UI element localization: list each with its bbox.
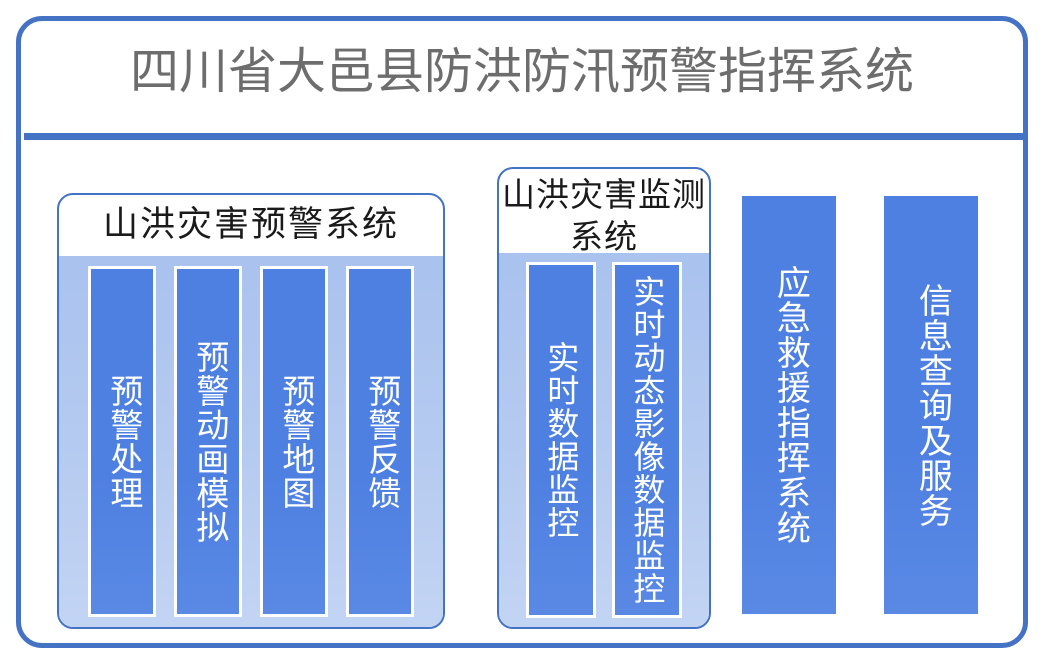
panel-monitoring-system[interactable]: 山洪灾害监测系统 实时数据监控 实时动态影像数据监控	[497, 167, 711, 629]
header: 四川省大邑县防洪防汛预警指挥系统	[21, 21, 1025, 140]
card-warning-map[interactable]: 预警地图	[260, 266, 328, 617]
panel-warning-system-title: 山洪灾害预警系统	[102, 205, 399, 244]
card-information-query-and-service[interactable]: 信息查询及服务	[884, 196, 978, 614]
card-warning-animation-simulation[interactable]: 预警动画模拟	[174, 266, 242, 617]
card-warning-processing[interactable]: 预警处理	[88, 266, 156, 617]
panel-monitoring-system-body: 实时数据监控 实时动态影像数据监控	[499, 253, 709, 627]
card-warning-processing-label: 预警处理	[104, 373, 141, 510]
card-emergency-rescue-command-system[interactable]: 应急救援指挥系统	[742, 196, 836, 614]
card-warning-animation-simulation-label: 预警动画模拟	[190, 339, 227, 544]
panel-warning-system[interactable]: 山洪灾害预警系统 预警处理 预警动画模拟 预警地图 预警反馈	[57, 193, 445, 629]
card-realtime-dynamic-image-data-monitoring-label: 实时动态影像数据监控	[629, 275, 666, 605]
card-warning-feedback-label: 预警反馈	[362, 373, 399, 510]
card-realtime-dynamic-image-data-monitoring[interactable]: 实时动态影像数据监控	[612, 262, 682, 618]
card-realtime-data-monitoring-label: 实时数据监控	[543, 341, 580, 539]
card-information-query-and-service-label: 信息查询及服务	[913, 282, 951, 528]
card-warning-feedback[interactable]: 预警反馈	[346, 266, 414, 617]
header-divider	[24, 133, 1025, 140]
card-emergency-rescue-command-system-label: 应急救援指挥系统	[771, 265, 809, 545]
application-frame: 四川省大邑县防洪防汛预警指挥系统 山洪灾害预警系统 预警处理 预警动画模拟 预警…	[16, 16, 1028, 648]
panel-monitoring-system-title: 山洪灾害监测系统	[502, 178, 706, 256]
panel-warning-system-body: 预警处理 预警动画模拟 预警地图 预警反馈	[59, 256, 443, 627]
page-title: 四川省大邑县防洪防汛预警指挥系统	[129, 45, 914, 99]
card-realtime-data-monitoring[interactable]: 实时数据监控	[526, 262, 596, 618]
card-warning-map-label: 预警地图	[276, 373, 313, 510]
